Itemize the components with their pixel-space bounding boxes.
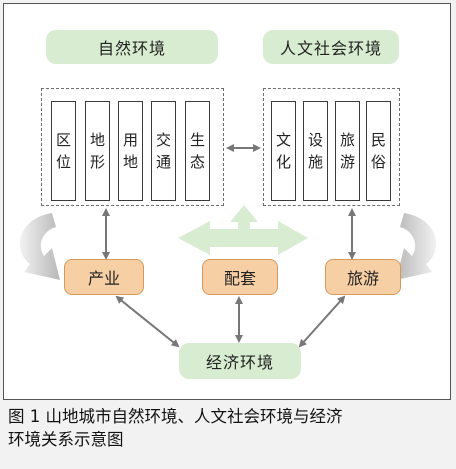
factor-char: 施 <box>307 153 323 171</box>
factor-terrain: 地 形 <box>85 101 110 201</box>
humanity-factors-group <box>263 88 400 206</box>
factor-char: 文 <box>275 131 291 149</box>
factor-char: 民 <box>370 131 386 149</box>
factor-char: 区 <box>55 131 71 149</box>
factor-char: 位 <box>55 153 71 171</box>
natural-environment-label: 自然环境 <box>46 30 218 64</box>
caption-line-2: 环境关系示意图 <box>8 430 124 449</box>
caption-line-1: 图 1 山地城市自然环境、人文社会环境与经济 <box>8 407 343 426</box>
factor-char: 生 <box>189 131 205 149</box>
factor-ecology: 生 态 <box>185 101 210 201</box>
factor-char: 游 <box>339 153 355 171</box>
factor-char: 形 <box>89 153 105 171</box>
humanity-environment-label: 人文社会环境 <box>263 30 399 64</box>
factor-location: 区 位 <box>51 101 76 201</box>
industry-box: 产业 <box>64 259 144 295</box>
factor-char: 旅 <box>339 131 355 149</box>
factor-char: 交 <box>155 131 171 149</box>
central-green-arrow <box>178 205 308 255</box>
factor-char: 通 <box>155 153 171 171</box>
supporting-box: 配套 <box>202 259 278 295</box>
factor-char: 地 <box>89 131 105 149</box>
factor-land-use: 用 地 <box>118 101 143 201</box>
industry-economy-arrow <box>115 295 180 348</box>
left-curved-arrow <box>19 213 60 280</box>
factor-char: 设 <box>307 131 323 149</box>
factor-tourism: 旅 游 <box>335 101 360 201</box>
tourism-economy-arrow <box>298 295 346 348</box>
factor-transport: 交 通 <box>151 101 176 201</box>
economic-environment-label: 经济环境 <box>179 343 301 379</box>
factor-char: 化 <box>275 153 291 171</box>
diagram-frame <box>3 3 451 400</box>
factor-char: 俗 <box>370 153 386 171</box>
factor-folk-customs: 民 俗 <box>366 101 391 201</box>
factor-char: 态 <box>189 153 205 171</box>
factor-facilities: 设 施 <box>303 101 328 201</box>
right-curved-arrow <box>396 213 437 280</box>
factor-culture: 文 化 <box>271 101 296 201</box>
natural-factors-group <box>41 88 224 206</box>
figure-caption: 图 1 山地城市自然环境、人文社会环境与经济 环境关系示意图 <box>8 405 448 451</box>
factor-char: 地 <box>122 153 138 171</box>
tourism-box: 旅游 <box>325 259 401 295</box>
factor-char: 用 <box>122 131 138 149</box>
